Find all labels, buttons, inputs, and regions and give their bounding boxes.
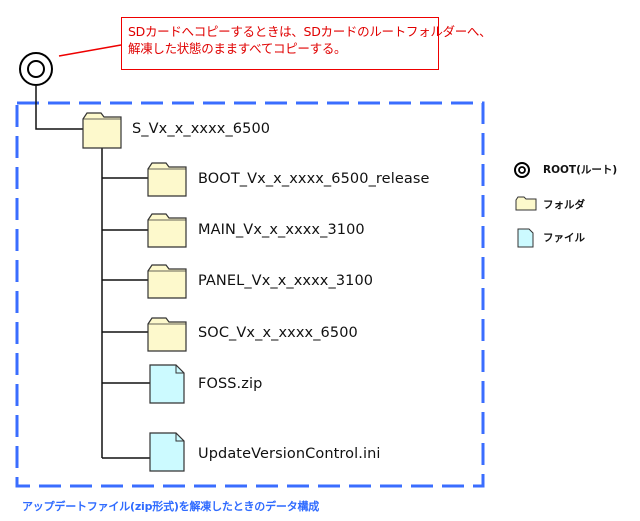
legend-root-label: ROOT(ルート) bbox=[543, 164, 618, 176]
legend-folder-label: フォルダ bbox=[543, 199, 585, 211]
file-label-foss: FOSS.zip bbox=[198, 376, 263, 392]
folder-label-main: MAIN_Vx_x_xxxx_3100 bbox=[198, 222, 365, 238]
file-icon bbox=[149, 432, 185, 472]
callout-leader-line bbox=[58, 44, 122, 57]
callout-note: SDカードへコピーするときは、SDカードのルートフォルダーへ、 解凍した状態のま… bbox=[121, 17, 492, 70]
extracted-contents-box bbox=[15, 101, 485, 488]
folder-icon bbox=[147, 317, 187, 352]
diagram-caption: アップデートファイル(zip形式)を解凍したときのデータ構成 bbox=[22, 500, 320, 513]
folder-icon bbox=[147, 264, 187, 299]
legend-file-icon bbox=[517, 228, 534, 248]
folder-label-soc: SOC_Vx_x_xxxx_6500 bbox=[198, 325, 358, 341]
root-icon bbox=[19, 52, 53, 86]
folder-icon bbox=[147, 213, 187, 248]
legend-folder-icon bbox=[515, 196, 537, 211]
folder-icon bbox=[82, 112, 122, 149]
tree-connectors bbox=[35, 85, 150, 459]
callout-line-2: 解凍した状態のまますべてコピーする。 bbox=[128, 41, 347, 56]
folder-label-boot: BOOT_Vx_x_xxxx_6500_release bbox=[198, 171, 430, 187]
legend-root-icon bbox=[514, 162, 530, 178]
file-icon bbox=[149, 364, 185, 404]
root-folder-label: S_Vx_x_xxxx_6500 bbox=[132, 121, 271, 137]
folder-icon bbox=[147, 162, 187, 197]
legend-file-label: ファイル bbox=[543, 232, 585, 244]
file-label-update-version-control: UpdateVersionControl.ini bbox=[198, 446, 381, 462]
folder-label-panel: PANEL_Vx_x_xxxx_3100 bbox=[198, 273, 374, 289]
callout-line-1: SDカードへコピーするときは、SDカードのルートフォルダーへ、 bbox=[128, 24, 492, 39]
